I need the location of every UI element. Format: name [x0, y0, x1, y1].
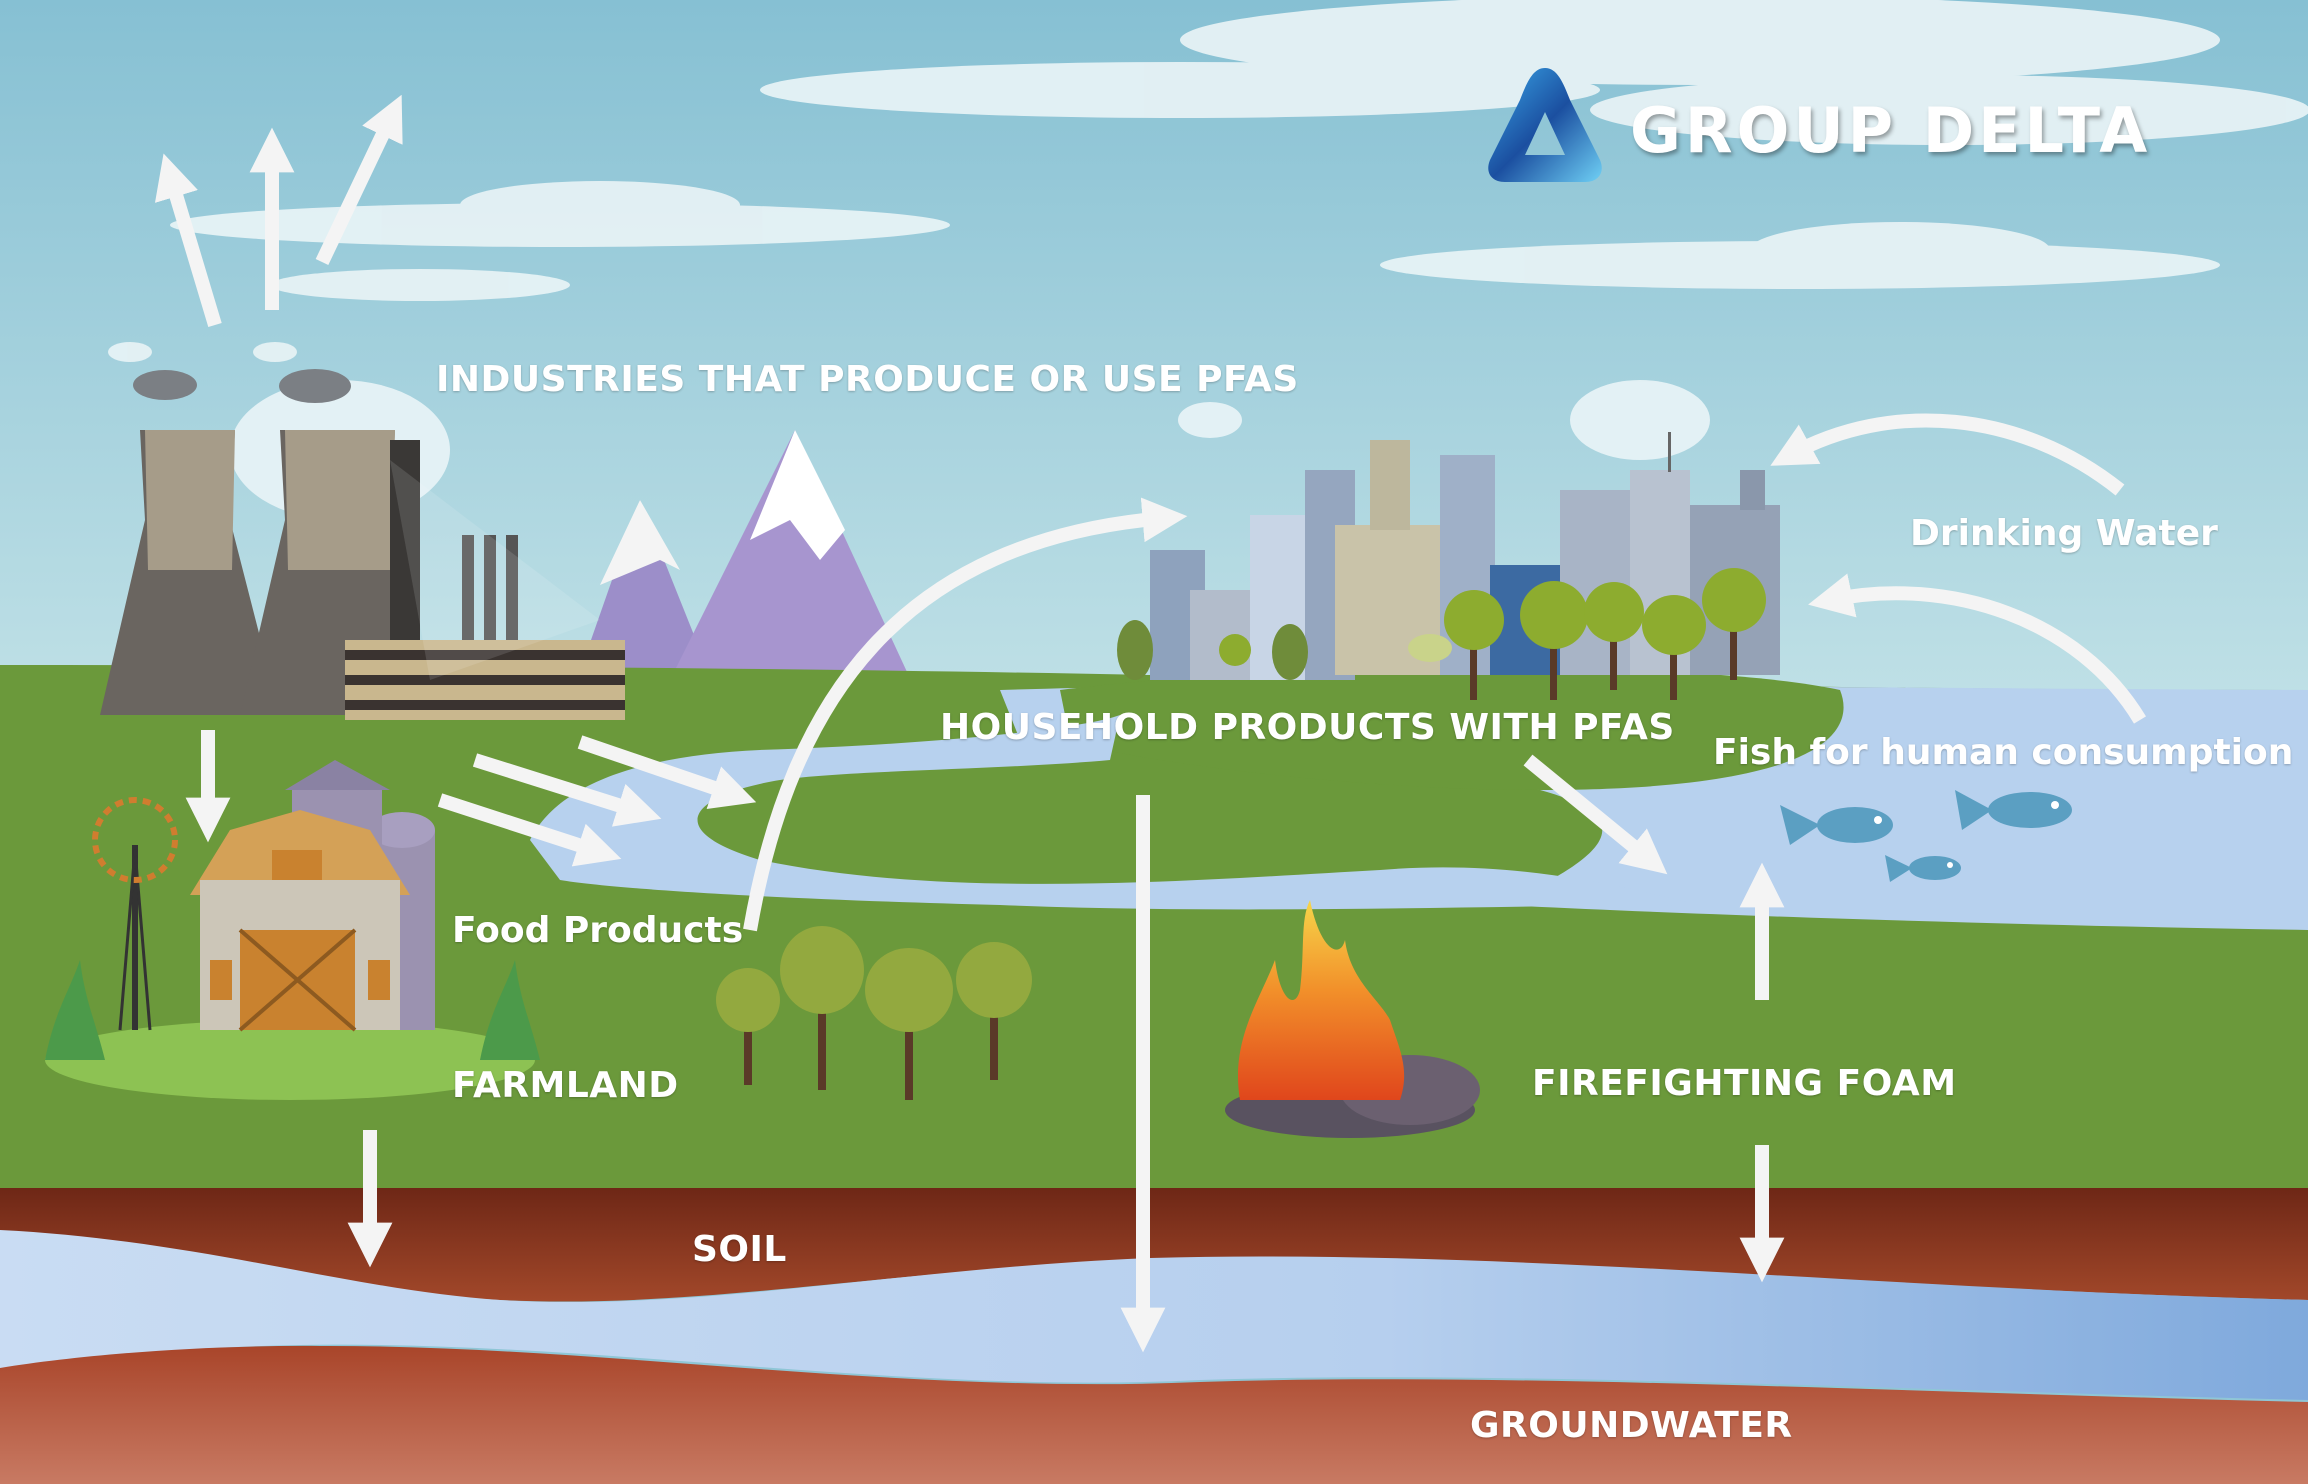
fish: [1780, 790, 2072, 882]
clouds: [108, 0, 2308, 520]
smoke: [133, 369, 351, 403]
flow-arrows: [154, 94, 2146, 1353]
city-island: [1060, 667, 1844, 790]
label-groundwater: GROUNDWATER: [1470, 1405, 1793, 1446]
label-industries: INDUSTRIES THAT PRODUCE OR USE PFAS: [436, 359, 1299, 400]
city-trees: [1117, 568, 1766, 700]
label-firefighting-foam: FIREFIGHTING FOAM: [1532, 1063, 1957, 1104]
label-drinking-water: Drinking Water: [1910, 513, 2218, 554]
label-food-products: Food Products: [452, 910, 744, 951]
label-farmland: FARMLAND: [452, 1065, 679, 1106]
river: [530, 715, 1700, 910]
fire: [1225, 900, 1480, 1138]
label-fish-consumption: Fish for human consumption: [1713, 732, 2294, 773]
label-soil: SOIL: [692, 1229, 787, 1270]
deep-layer: [0, 1345, 2308, 1484]
brand-name: GROUP DELTA: [1630, 94, 2152, 167]
label-household-products: HOUSEHOLD PRODUCTS WITH PFAS: [940, 707, 1675, 748]
orchard-trees: [716, 926, 1032, 1100]
group-delta-logo-icon: [1488, 68, 1602, 182]
factory: [100, 430, 625, 720]
brand-header: GROUP DELTA: [1475, 60, 2195, 190]
farm: [45, 760, 540, 1100]
